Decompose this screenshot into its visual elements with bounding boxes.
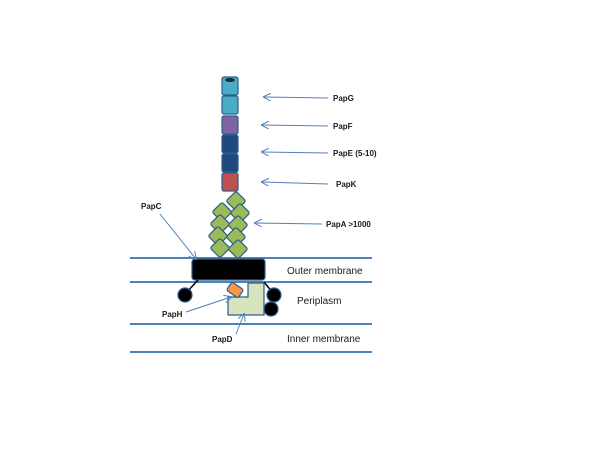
label-papg: PapG: [333, 94, 354, 103]
membrane-lines: [130, 257, 372, 353]
papg-segment: [221, 95, 239, 115]
label-inner-membrane: Inner membrane: [287, 334, 361, 345]
pilus-cap: [225, 78, 235, 82]
pape-segment: [221, 134, 239, 154]
papg-segment: [221, 76, 239, 96]
papf-segment: [221, 115, 239, 135]
paph-segment: [226, 282, 244, 298]
label-papf: PapF: [333, 122, 353, 131]
label-papd: PapD: [212, 335, 233, 344]
label-pape: PapE (5-10): [333, 149, 377, 158]
usher-anchors: [177, 279, 282, 317]
pilus-tip: [221, 76, 239, 192]
label-papc: PapC: [141, 202, 162, 211]
label-paph: PapH: [162, 310, 183, 319]
papc-usher: [191, 258, 266, 281]
label-papa: PapA >1000: [326, 220, 371, 229]
label-papk: PapK: [336, 180, 357, 189]
papa-rod: [208, 191, 250, 259]
leader-arrows: [159, 97, 329, 335]
label-periplasm: Periplasm: [297, 296, 341, 307]
label-outer-membrane: Outer membrane: [287, 266, 363, 277]
pape-segment: [221, 153, 239, 173]
papd-chaperone: [227, 282, 265, 316]
papk-segment: [221, 172, 239, 192]
